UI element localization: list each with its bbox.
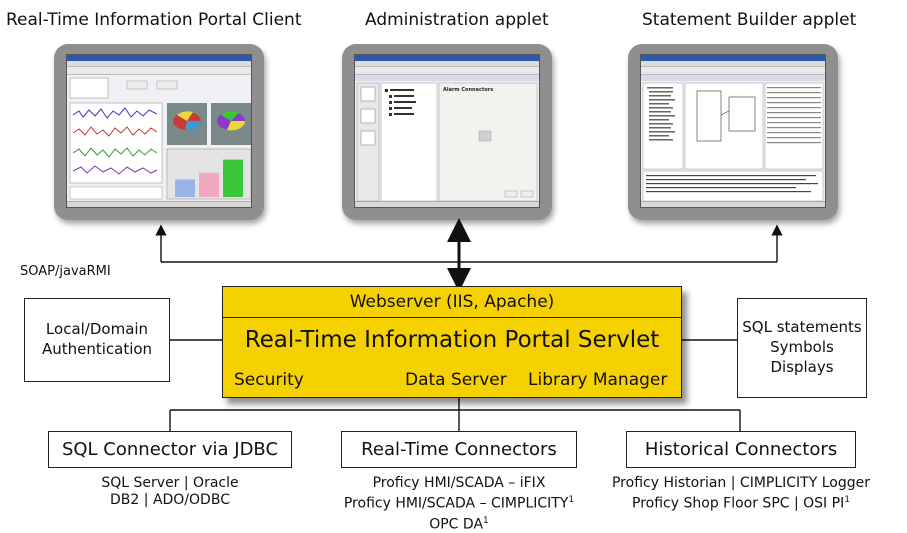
data-server-label: Data Server (405, 370, 507, 390)
library-manager-label: Library Manager (528, 370, 668, 390)
sql-connector-box: SQL Connector via JDBC (48, 431, 292, 468)
admin-monitor: Alarm Connectors (342, 44, 552, 220)
sql-connector-title: SQL Connector via JDBC (61, 439, 279, 460)
admin-applet-thumbnail: Alarm Connectors (355, 75, 539, 202)
realtime-connector-box: Real-Time Connectors (341, 431, 577, 468)
client-monitor (54, 44, 264, 220)
auth-line-1: Local/Domain (45, 320, 149, 338)
realtime-line-3: OPC DA (429, 516, 484, 533)
builder-title: Statement Builder applet (642, 10, 857, 30)
realtime-connector-details: Proficy HMI/SCADA – iFIX Proficy HMI/SCA… (311, 475, 607, 533)
historical-line-2: Proficy Shop Floor SPC | OSI PI (632, 495, 845, 512)
realtime-line-1: Proficy HMI/SCADA – iFIX (372, 475, 546, 491)
portal-box: Webserver (IIS, Apache) Real-Time Inform… (222, 286, 682, 398)
client-title: Real-Time Information Portal Client (6, 10, 302, 30)
admin-screenshot: Alarm Connectors (354, 54, 540, 208)
realtime-line-2: Proficy HMI/SCADA – CIMPLICITY (343, 495, 569, 512)
historical-connector-details: Proficy Historian | CIMPLICITY Logger Pr… (596, 475, 886, 513)
bar-2 (199, 172, 219, 197)
library-line-2: Symbols (770, 338, 834, 356)
sql-connector-details: SQL Server | Oracle DB2 | ADO/ODBC (48, 475, 292, 509)
client-dashboard-thumbnail (69, 77, 251, 200)
servlet-label: Real-Time Information Portal Servlet (244, 327, 660, 353)
protocol-label: SOAP/javaRMI (20, 264, 111, 279)
sql-line-1: SQL Server | Oracle (101, 475, 239, 491)
library-box: SQL statements Symbols Displays (737, 298, 867, 398)
admin-title: Administration applet (365, 10, 549, 30)
historical-line-2-footnote: 1 (844, 495, 850, 505)
webserver-label: Webserver (IIS, Apache) (349, 292, 555, 312)
realtime-line-2-footnote: 1 (568, 495, 575, 505)
authentication-box: Local/Domain Authentication (24, 298, 170, 382)
library-line-3: Displays (770, 358, 834, 376)
historical-connector-box: Historical Connectors (626, 431, 856, 468)
auth-line-2: Authentication (41, 340, 153, 358)
historical-connector-title: Historical Connectors (644, 439, 838, 460)
bar-3 (223, 159, 243, 197)
bar-chart-bars (175, 159, 243, 197)
builder-monitor (628, 44, 838, 220)
library-line-1: SQL statements (742, 318, 862, 336)
security-label: Security (234, 370, 304, 390)
realtime-line-3-footnote: 1 (483, 515, 489, 526)
sql-line-2: DB2 | ADO/ODBC (110, 492, 230, 508)
builder-applet-thumbnail (641, 75, 825, 202)
realtime-connector-title: Real-Time Connectors (361, 439, 557, 460)
historical-line-1: Proficy Historian | CIMPLICITY Logger (611, 475, 870, 491)
client-screenshot (66, 54, 252, 208)
bar-1 (175, 179, 195, 197)
builder-screenshot (640, 54, 826, 208)
admin-panel-header: Alarm Connectors (443, 87, 493, 93)
